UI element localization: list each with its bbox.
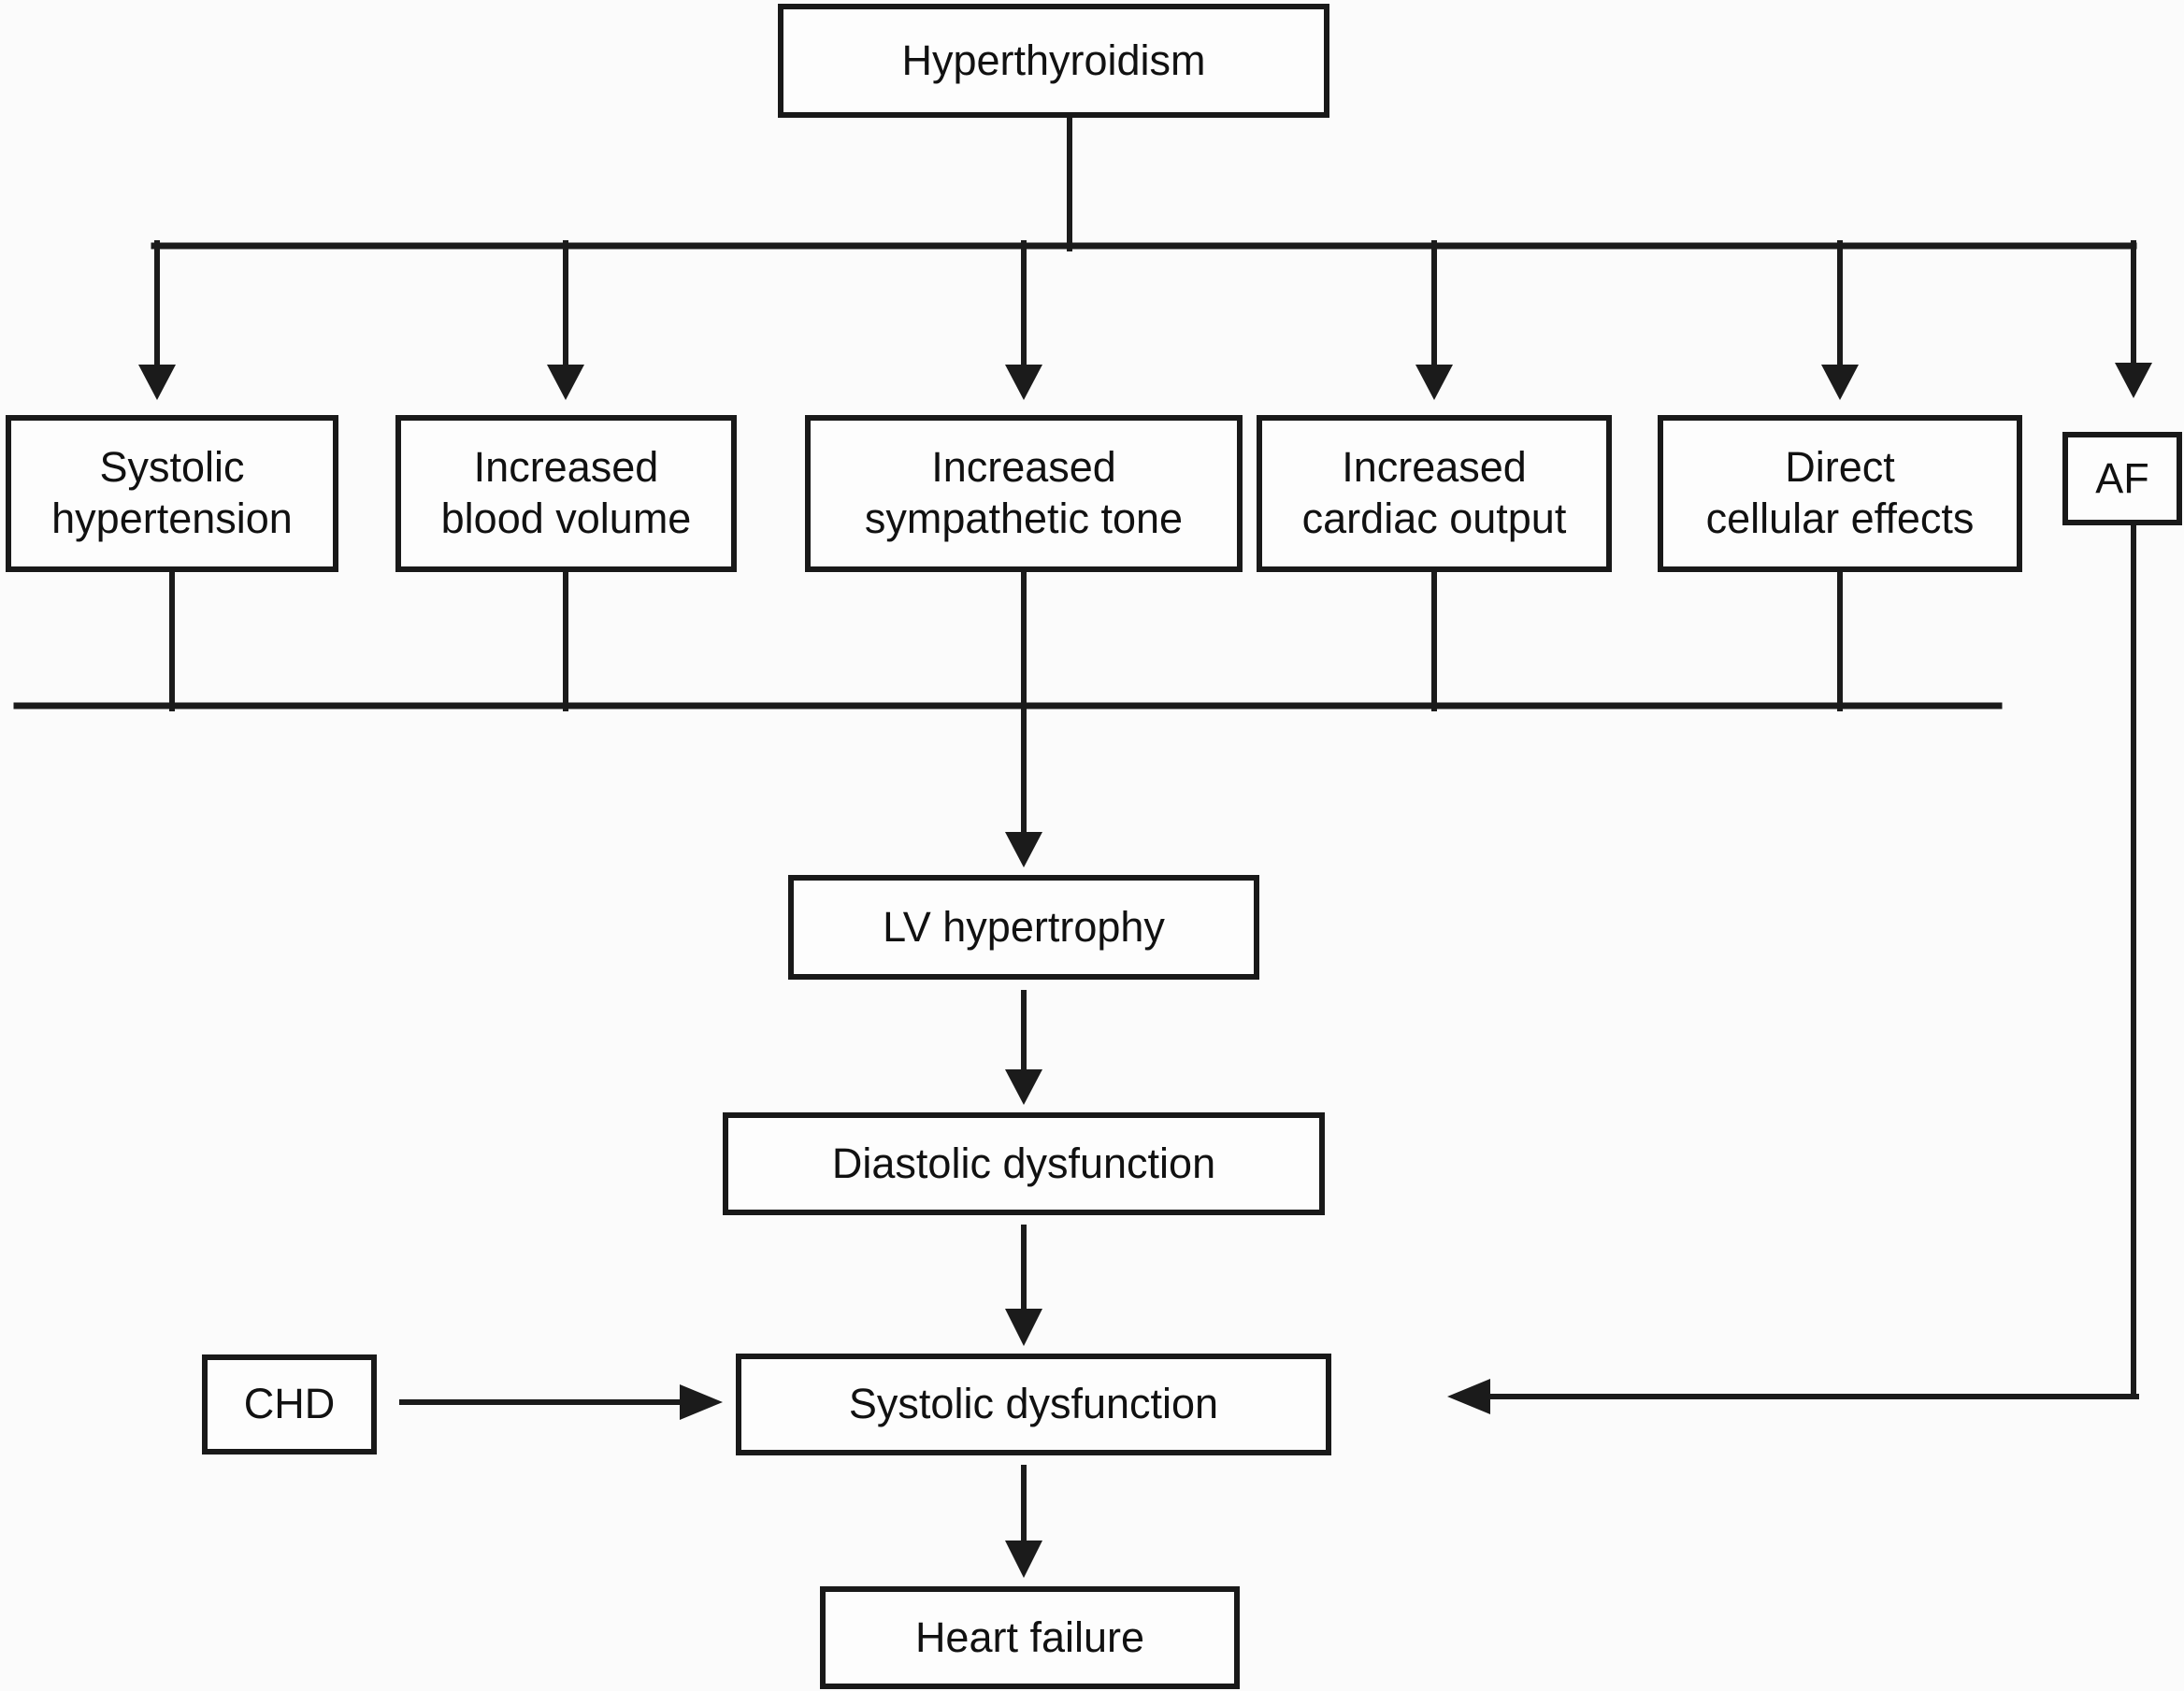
- node-systolic-dysfunction-label: Systolic dysfunction: [848, 1380, 1219, 1428]
- node-increased-blood-volume-label: Increased blood volume: [440, 443, 692, 542]
- arrowhead-down-icon: [1415, 365, 1453, 400]
- node-increased-cardiac-output: Increased cardiac output: [1257, 415, 1612, 572]
- node-lv-hypertrophy-label: LV hypertrophy: [883, 902, 1165, 951]
- node-heart-failure-label: Heart failure: [914, 1612, 1145, 1661]
- edge-lv-hypertrophy-to-diastolic-dysfunction: [1005, 990, 1042, 1105]
- arrowhead-down-icon: [547, 365, 584, 400]
- edge-branch-to-systolic-hypertension: [138, 240, 176, 400]
- node-af: AF: [2062, 432, 2182, 525]
- arrowhead-down-icon: [1005, 832, 1042, 867]
- edge-chd-to-systolic-dysfunction: [399, 1384, 723, 1420]
- node-diastolic-dysfunction-label: Diastolic dysfunction: [831, 1139, 1216, 1187]
- node-increased-sympathetic-tone-label: Increased sympathetic tone: [864, 443, 1184, 542]
- node-systolic-hypertension-label: Systolic hypertension: [51, 443, 293, 542]
- edge-branch-to-direct-cellular-effects: [1821, 240, 1859, 400]
- node-heart-failure: Heart failure: [820, 1586, 1240, 1689]
- node-increased-blood-volume: Increased blood volume: [395, 415, 737, 572]
- node-hyperthyroidism: Hyperthyroidism: [778, 4, 1329, 118]
- edge-collector-to-lv-hypertrophy: [1005, 703, 1042, 867]
- node-lv-hypertrophy: LV hypertrophy: [788, 875, 1259, 980]
- edge-branch-to-increased-cardiac-output: [1415, 240, 1453, 400]
- node-diastolic-dysfunction: Diastolic dysfunction: [723, 1112, 1325, 1215]
- edge-systolic-dysfunction-to-heart-failure: [1005, 1465, 1042, 1578]
- arrowhead-down-icon: [2115, 363, 2152, 398]
- node-systolic-dysfunction: Systolic dysfunction: [736, 1354, 1331, 1455]
- arrowhead-down-icon: [1005, 365, 1042, 400]
- edge-diastolic-to-systolic-dysfunction: [1005, 1225, 1042, 1346]
- edge-branch-to-increased-sympathetic-tone: [1005, 240, 1042, 400]
- node-chd: CHD: [202, 1354, 377, 1455]
- node-direct-cellular-effects: Direct cellular effects: [1658, 415, 2022, 572]
- edge-branch-to-af: [2115, 240, 2152, 398]
- node-systolic-hypertension: Systolic hypertension: [6, 415, 338, 572]
- node-hyperthyroidism-label: Hyperthyroidism: [901, 36, 1206, 84]
- arrowhead-right-icon: [680, 1384, 723, 1420]
- arrowhead-down-icon: [1005, 1309, 1042, 1346]
- arrowhead-down-icon: [1005, 1541, 1042, 1578]
- node-chd-label: CHD: [243, 1380, 336, 1428]
- arrowhead-down-icon: [1821, 365, 1859, 400]
- edge-af-to-systolic-dysfunction: [1447, 523, 2139, 1414]
- arrowhead-down-icon: [138, 365, 176, 400]
- node-increased-cardiac-output-label: Increased cardiac output: [1301, 443, 1567, 542]
- arrowhead-left-icon: [1447, 1379, 1490, 1414]
- edge-branch-to-increased-blood-volume: [547, 240, 584, 400]
- node-af-label: AF: [2095, 453, 2149, 502]
- node-direct-cellular-effects-label: Direct cellular effects: [1705, 443, 1975, 542]
- arrowhead-down-icon: [1005, 1069, 1042, 1105]
- node-increased-sympathetic-tone: Increased sympathetic tone: [805, 415, 1243, 572]
